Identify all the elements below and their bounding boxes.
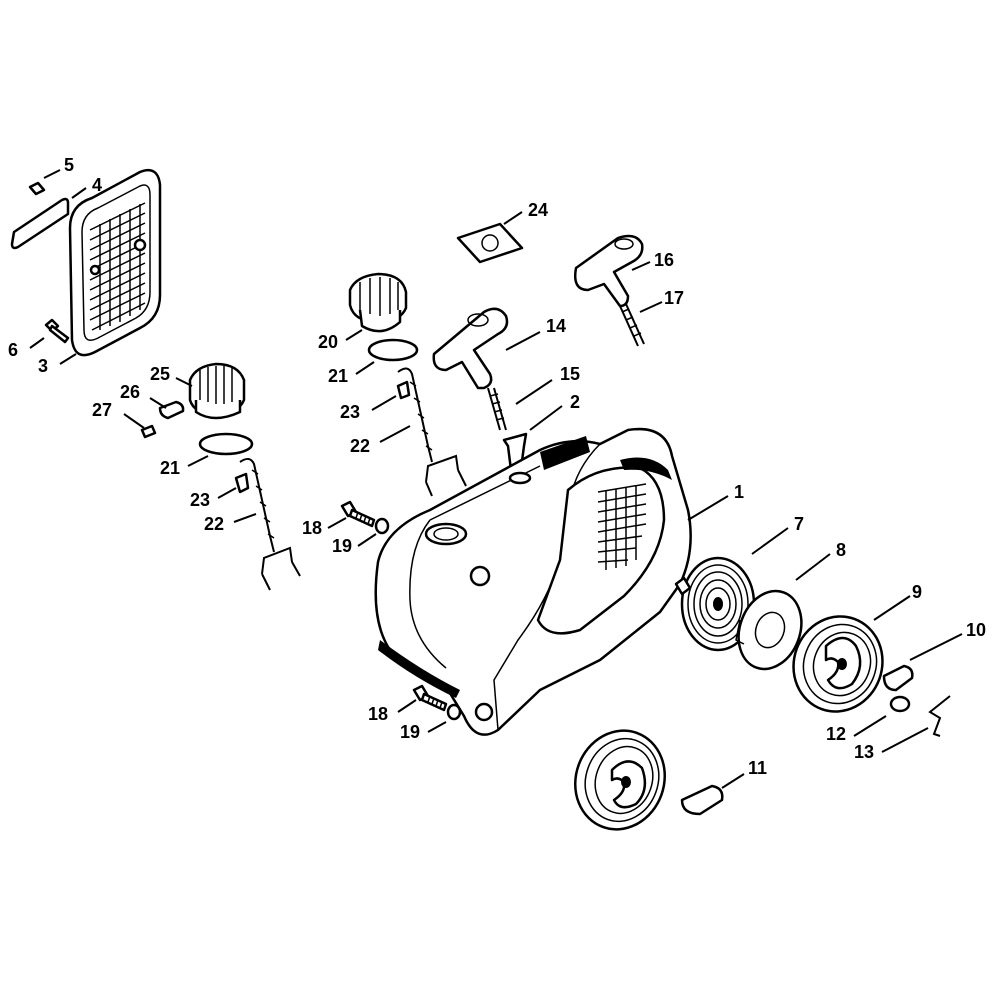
callout-7: 7	[794, 514, 804, 534]
part-18-screw-upper	[340, 500, 376, 528]
part-22-chain-mid	[397, 367, 467, 497]
part-6-screw	[44, 318, 70, 344]
part-19-washer-upper	[374, 517, 390, 535]
callout-12: 12	[826, 724, 846, 744]
callout-23-left: 23	[190, 490, 210, 510]
callout-22-mid: 22	[350, 436, 370, 456]
part-14-handle	[432, 307, 509, 390]
part-18-screw-lower	[412, 684, 448, 712]
callout-3: 3	[38, 356, 48, 376]
part-9-pulley	[792, 615, 884, 713]
part-21-oring-left	[198, 432, 254, 456]
callout-19-upper: 19	[332, 536, 352, 556]
callout-21-mid: 21	[328, 366, 348, 386]
callout-18-upper: 18	[302, 518, 322, 538]
callout-10: 10	[966, 620, 986, 640]
part-8-disc	[735, 589, 803, 671]
callout-9: 9	[912, 582, 922, 602]
part-17-rope	[619, 303, 645, 347]
part-13-clip	[928, 695, 951, 737]
callout-1: 1	[734, 482, 744, 502]
callout-24: 24	[528, 200, 548, 220]
part-23-screw-left	[234, 472, 250, 494]
callout-23-mid: 23	[340, 402, 360, 422]
callout-18-lower: 18	[368, 704, 388, 724]
callout-11: 11	[748, 758, 767, 778]
part-27-pin	[140, 424, 157, 439]
filter-grille	[89, 202, 146, 331]
callout-2: 2	[570, 392, 580, 412]
callout-27: 27	[92, 400, 112, 420]
callout-26: 26	[120, 382, 140, 402]
part-21-oring-mid	[367, 338, 419, 362]
callout-17: 17	[664, 288, 684, 308]
callout-5: 5	[64, 155, 74, 175]
part-11-pulley	[574, 729, 666, 831]
callout-15: 15	[560, 364, 580, 384]
part-10-pawl	[882, 664, 914, 692]
callout-25: 25	[150, 364, 170, 384]
part-4-plate	[10, 197, 70, 250]
part-26-plug	[158, 400, 185, 420]
callout-22-left: 22	[204, 514, 224, 534]
housing-grille	[597, 483, 647, 570]
part-24-label	[456, 222, 524, 264]
callout-4: 4	[92, 175, 102, 195]
callout-20: 20	[318, 332, 338, 352]
part-22-chain-left	[239, 458, 301, 591]
callout-6: 6	[8, 340, 18, 360]
part-7-spring	[674, 556, 756, 652]
part-16-handle	[574, 234, 644, 308]
callout-8: 8	[836, 540, 846, 560]
part-1-housing	[374, 427, 692, 736]
callout-19-lower: 19	[400, 722, 420, 742]
part-3-filter-cover	[68, 168, 162, 357]
callout-14: 14	[546, 316, 566, 336]
callout-labels: 5 4 6 3 25 26 27 21 23 22 20 21 23 22 24…	[8, 155, 986, 778]
callout-16: 16	[654, 250, 674, 270]
part-23-screw-mid	[396, 380, 411, 400]
callout-13: 13	[854, 742, 874, 762]
part-11-pawl	[680, 784, 724, 816]
part-12-washer	[889, 695, 911, 713]
callout-21-left: 21	[160, 458, 180, 478]
part-15-rope	[487, 387, 507, 431]
part-20-cap	[348, 272, 408, 333]
part-25-cap	[188, 362, 246, 420]
part-19-washer-lower	[446, 703, 462, 721]
leader-lines	[29, 169, 963, 789]
part-5-screw	[28, 181, 46, 196]
